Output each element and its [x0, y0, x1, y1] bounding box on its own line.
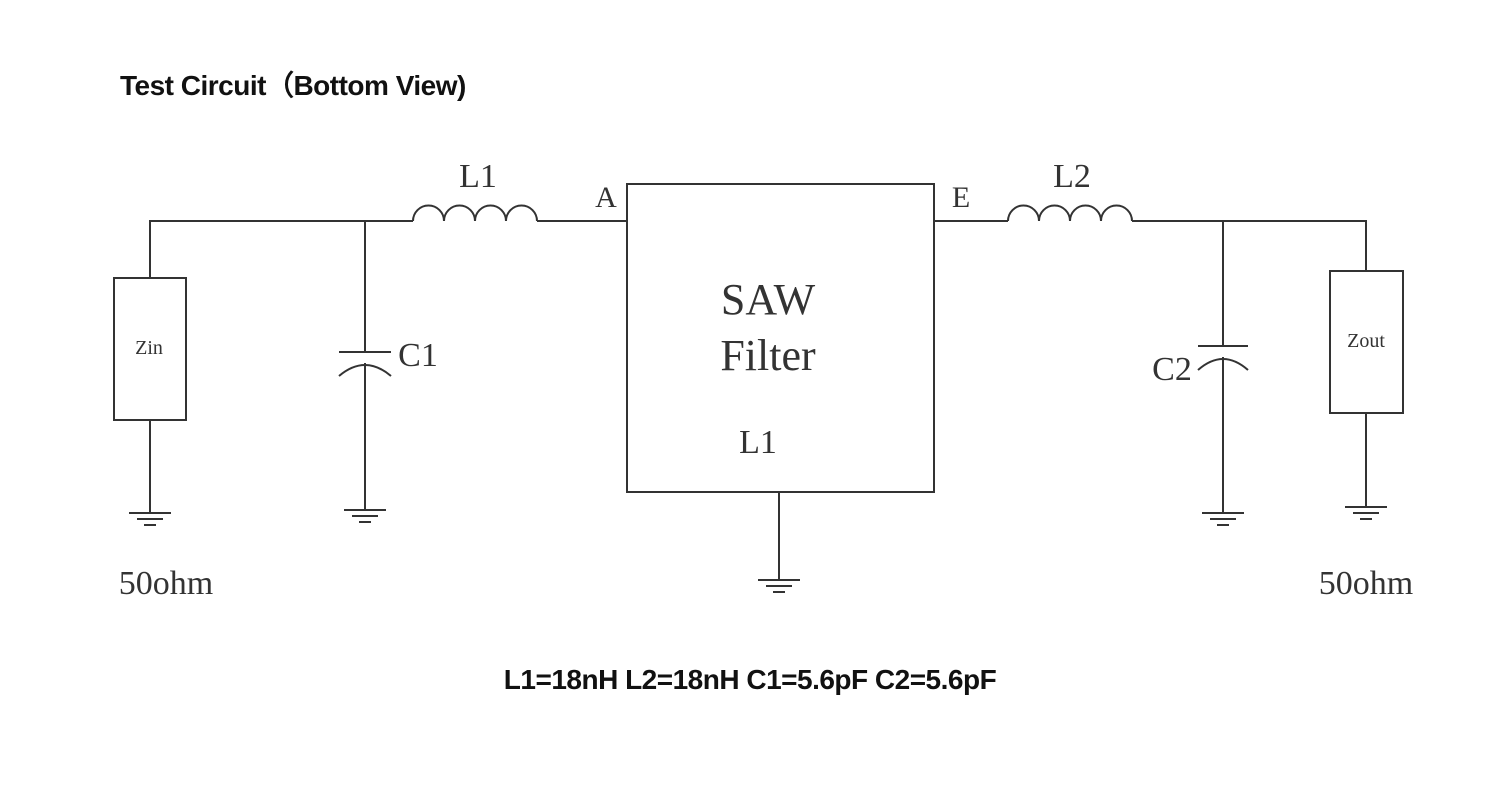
ground-icon — [129, 512, 171, 526]
zout-label: Zout — [1347, 330, 1385, 352]
saw-inner-label: L1 — [739, 424, 777, 461]
saw-filter-block — [626, 183, 935, 493]
diagram-title: Test Circuit（Bottom View) — [120, 70, 466, 101]
ground-icon — [344, 509, 386, 523]
load-left-label: 50ohm — [119, 565, 213, 602]
inductor-l2-label: L2 — [1053, 158, 1091, 195]
ground-icon — [1202, 512, 1244, 526]
output-wire — [1132, 220, 1367, 271]
zout-block — [1329, 270, 1404, 414]
inductor-l1 — [412, 204, 538, 222]
saw-label-line1: SAW — [721, 275, 816, 324]
input-wire — [149, 220, 413, 278]
zin-block — [113, 277, 187, 421]
ground-icon — [758, 579, 800, 593]
inductor-l2 — [1007, 204, 1133, 222]
component-values: L1=18nH L2=18nH C1=5.6pF C2=5.6pF — [503, 664, 997, 695]
zin-label: Zin — [135, 337, 163, 359]
port-e-label: E — [952, 181, 970, 214]
capacitor-c1-label: C1 — [398, 337, 438, 374]
inductor-l1-label: L1 — [459, 158, 497, 195]
capacitor-c2-label: C2 — [1152, 351, 1192, 388]
load-right-label: 50ohm — [1319, 565, 1413, 602]
saw-label-line2: Filter — [720, 331, 816, 380]
ground-icon — [1345, 506, 1387, 520]
port-a-label: A — [595, 181, 617, 214]
